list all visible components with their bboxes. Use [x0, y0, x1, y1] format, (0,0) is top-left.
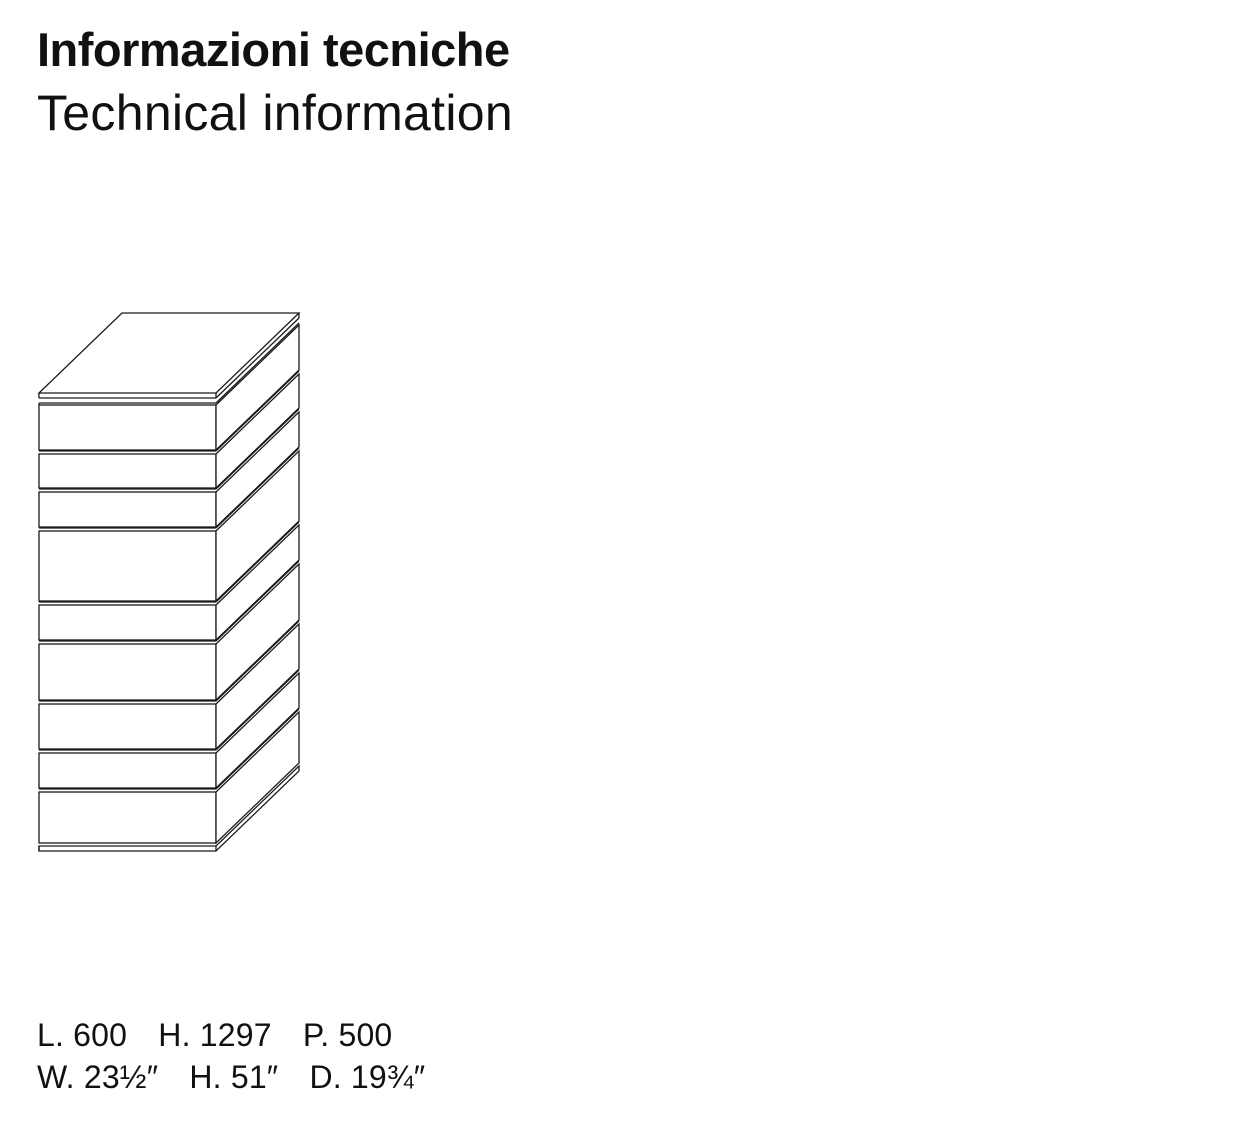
dimensions-block: L. 600 H. 1297 P. 500 W. 23½″ H. 51″ D. … — [37, 1014, 425, 1098]
title-english: Technical information — [37, 85, 513, 141]
top-panel — [37, 312, 301, 399]
drawer-7 — [38, 620, 300, 751]
chest-of-drawers-drawing — [37, 312, 301, 852]
metric-dimensions: L. 600 H. 1297 P. 500 — [37, 1014, 425, 1056]
metric-height: H. 1297 — [158, 1017, 272, 1053]
drawer-6 — [38, 560, 300, 702]
metric-depth: P. 500 — [302, 1017, 393, 1053]
imperial-width: W. 23½″ — [37, 1059, 159, 1095]
drawer-3 — [38, 408, 300, 529]
imperial-depth: D. 19¾″ — [309, 1059, 426, 1095]
title-italian: Informazioni tecniche — [37, 23, 510, 76]
imperial-dimensions: W. 23½″ H. 51″ D. 19¾″ — [37, 1056, 425, 1098]
drawer-2 — [38, 370, 300, 490]
drawer-1 — [38, 322, 300, 452]
base-plinth — [38, 764, 300, 852]
imperial-height: H. 51″ — [189, 1059, 279, 1095]
drawer-5 — [38, 521, 300, 642]
drawer-9 — [38, 708, 300, 845]
drawer-8 — [38, 669, 300, 790]
drawer-4 — [38, 447, 300, 603]
metric-width: L. 600 — [37, 1017, 128, 1053]
